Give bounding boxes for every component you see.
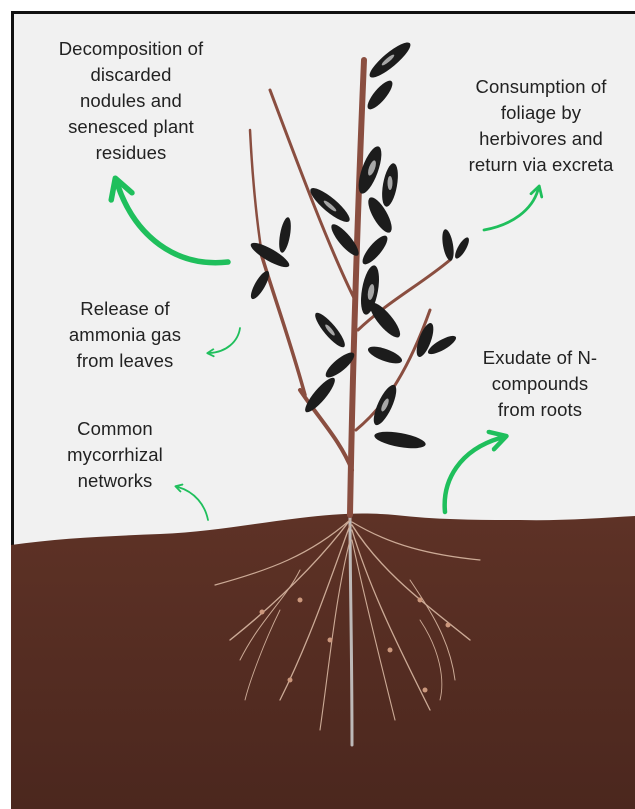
arrow-ammonia-icon [210, 328, 240, 353]
label-consumption: Consumption of foliage by herbivores and… [448, 74, 634, 178]
label-ammonia: Release of ammonia gas from leaves [50, 296, 200, 374]
arrow-decomposition-icon [118, 186, 228, 263]
label-decomposition: Decomposition of discarded nodules and s… [20, 36, 242, 166]
label-exudate: Exudate of N- compounds from roots [465, 345, 615, 423]
soil-layer [11, 514, 635, 809]
label-mycorrhizal: Common mycorrhizal networks [40, 416, 190, 494]
arrow-consumption-icon [484, 190, 538, 230]
arrow-exudate-icon [445, 438, 500, 512]
